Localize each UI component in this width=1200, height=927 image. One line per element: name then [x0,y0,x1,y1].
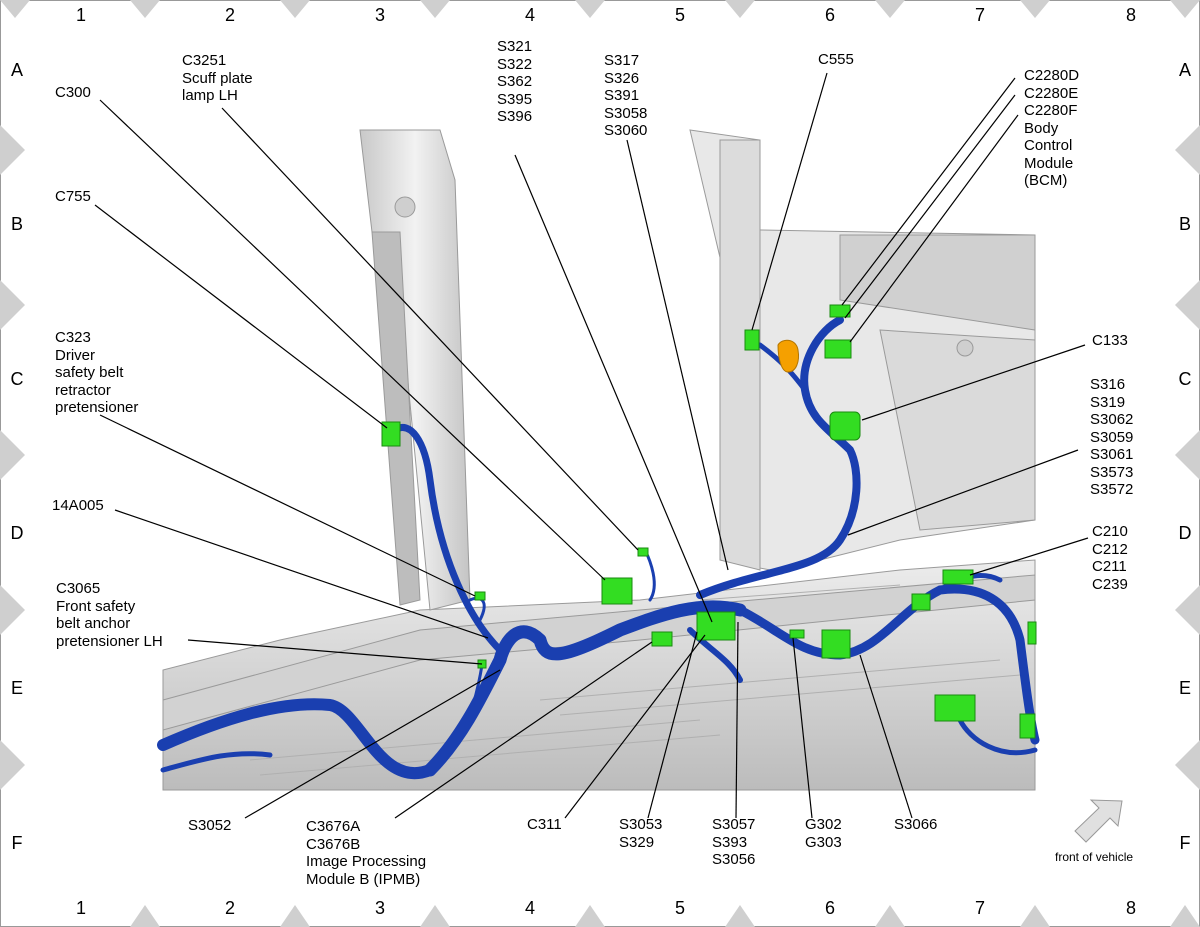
connector-c300 [601,577,633,605]
wire-harness [157,316,1040,779]
grid-col-bottom-3: 3 [374,898,385,918]
grid-row-right-d: D [1178,523,1192,543]
connector-c3251 [637,547,649,557]
grid-col-bottom-4: 4 [524,898,535,918]
grid-col-top-3: 3 [374,5,385,25]
grid-row-left-b: B [10,214,23,234]
callout-c300: C300 [55,84,91,101]
connector-s3066 [821,629,851,659]
leader-lines [94,72,1089,819]
connector-c555 [744,329,760,351]
callout-14a005: 14A005 [52,497,104,514]
connector-c2280f [824,339,852,359]
callout-c311: C311 [527,816,562,833]
grid-col-bottom-2: 2 [224,898,235,918]
callout-c133: C133 [1092,332,1128,349]
connector-c323 [474,591,486,601]
front-of-vehicle-label: front of vehicle [1055,850,1134,864]
grid-col-bottom-7: 7 [974,898,985,918]
grid-col-bottom-8: 8 [1125,898,1136,918]
grid-row-left-f: F [11,833,23,853]
grid-col-top-4: 4 [524,5,535,25]
connector-c239 [934,694,976,722]
orange-clip [777,339,799,373]
connector-edge [1027,621,1037,645]
callout-c755: C755 [55,188,91,205]
front-arrow-icon [1074,799,1123,843]
connector-c210 [942,569,974,585]
vehicle-body [162,129,1036,791]
grid-col-top-1: 1 [75,5,86,25]
grid-row-left-e: E [10,678,23,698]
grid-row-left-d: D [10,523,24,543]
connector-c3676 [696,611,736,641]
grid-col-top-8: 8 [1125,5,1136,25]
grid-row-right-b: B [1178,214,1191,234]
grid-row-right-c: C [1178,369,1192,389]
connector-c133 [829,411,861,441]
callout-s3066: S3066 [894,816,938,833]
grid-row-right-f: F [1179,833,1191,853]
grid-col-bottom-5: 5 [674,898,685,918]
callout-c555: C555 [818,51,854,68]
grid-col-bottom-6: 6 [824,898,835,918]
grid-row-right-a: A [1178,60,1191,80]
connector-c212 [911,593,931,611]
grid-row-right-e: E [1178,678,1191,698]
grid-row-left-a: A [10,60,23,80]
grid-col-top-6: 6 [824,5,835,25]
grid-col-top-5: 5 [674,5,685,25]
connector-g302 [789,629,805,639]
grid-col-bottom-1: 1 [75,898,86,918]
grid-col-top-2: 2 [224,5,235,25]
grid-row-left-c: C [10,369,24,389]
callout-s3052: S3052 [188,817,232,834]
connector-edge-2 [1019,713,1036,739]
connector-c311 [651,631,673,647]
grid-col-top-7: 7 [974,5,985,25]
